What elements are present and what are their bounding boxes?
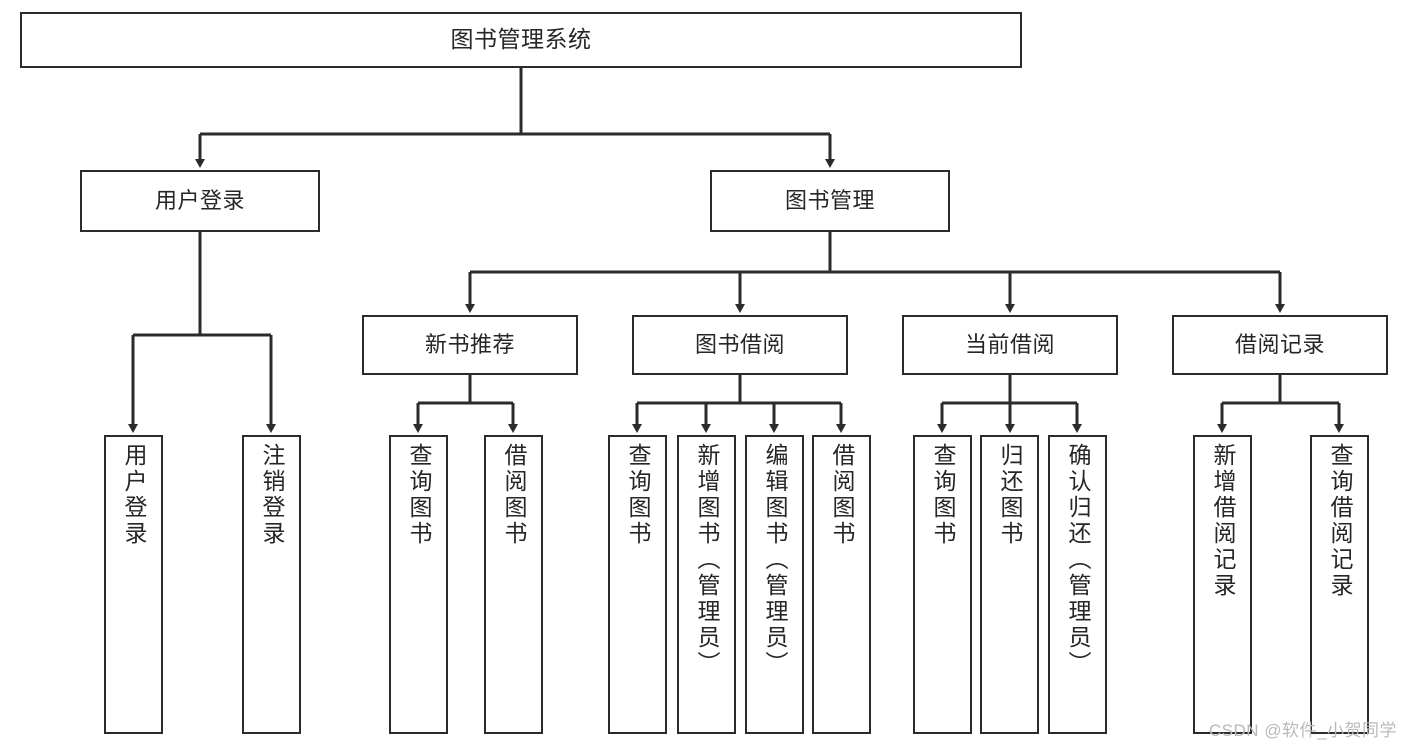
leaf-query-book-recommend-label: 查询图书 xyxy=(406,443,432,547)
leaf-edit-book-admin-label: 编辑图书（管理员） xyxy=(762,443,788,677)
node-borrow-record[interactable]: 借阅记录 xyxy=(1172,315,1388,375)
node-book-management[interactable]: 图书管理 xyxy=(710,170,950,232)
node-current-borrow[interactable]: 当前借阅 xyxy=(902,315,1118,375)
leaf-confirm-return-admin[interactable]: 确认归还（管理员） xyxy=(1048,435,1107,734)
leaf-borrow-book-recommend[interactable]: 借阅图书 xyxy=(484,435,543,734)
leaf-return-book[interactable]: 归还图书 xyxy=(980,435,1039,734)
node-root-label: 图书管理系统 xyxy=(450,26,592,53)
leaf-add-book-admin[interactable]: 新增图书（管理员） xyxy=(677,435,736,734)
leaf-query-borrow-record[interactable]: 查询借阅记录 xyxy=(1310,435,1369,734)
leaf-add-borrow-record-label: 新增借阅记录 xyxy=(1210,443,1236,599)
leaf-edit-book-admin[interactable]: 编辑图书（管理员） xyxy=(745,435,804,734)
leaf-user-login[interactable]: 用户登录 xyxy=(104,435,163,734)
node-user-login[interactable]: 用户登录 xyxy=(80,170,320,232)
leaf-logout[interactable]: 注销登录 xyxy=(242,435,301,734)
node-book-management-label: 图书管理 xyxy=(784,187,875,213)
leaf-confirm-return-admin-label: 确认归还（管理员） xyxy=(1065,443,1091,677)
leaf-borrow-book-label: 借阅图书 xyxy=(829,443,855,547)
leaf-add-book-admin-label: 新增图书（管理员） xyxy=(694,443,720,677)
node-current-borrow-label: 当前借阅 xyxy=(964,331,1055,357)
leaf-query-borrow-record-label: 查询借阅记录 xyxy=(1327,443,1353,599)
leaf-return-book-label: 归还图书 xyxy=(997,443,1023,547)
leaf-borrow-book-recommend-label: 借阅图书 xyxy=(501,443,527,547)
leaf-query-book-recommend[interactable]: 查询图书 xyxy=(389,435,448,734)
leaf-query-book-current[interactable]: 查询图书 xyxy=(913,435,972,734)
leaf-query-book-borrow[interactable]: 查询图书 xyxy=(608,435,667,734)
node-book-borrow-label: 图书借阅 xyxy=(694,331,785,357)
node-borrow-record-label: 借阅记录 xyxy=(1234,331,1325,357)
leaf-query-book-borrow-label: 查询图书 xyxy=(625,443,651,547)
leaf-logout-label: 注销登录 xyxy=(259,443,285,547)
node-new-book-recommend-label: 新书推荐 xyxy=(424,331,515,357)
watermark: CSDN @软件_小贺同学 xyxy=(1208,721,1397,740)
leaf-query-book-current-label: 查询图书 xyxy=(930,443,956,547)
node-root[interactable]: 图书管理系统 xyxy=(20,12,1022,68)
node-book-borrow[interactable]: 图书借阅 xyxy=(632,315,848,375)
leaf-user-login-label: 用户登录 xyxy=(121,443,147,547)
leaf-borrow-book[interactable]: 借阅图书 xyxy=(812,435,871,734)
node-user-login-label: 用户登录 xyxy=(154,187,245,213)
leaf-add-borrow-record[interactable]: 新增借阅记录 xyxy=(1193,435,1252,734)
node-new-book-recommend[interactable]: 新书推荐 xyxy=(362,315,578,375)
